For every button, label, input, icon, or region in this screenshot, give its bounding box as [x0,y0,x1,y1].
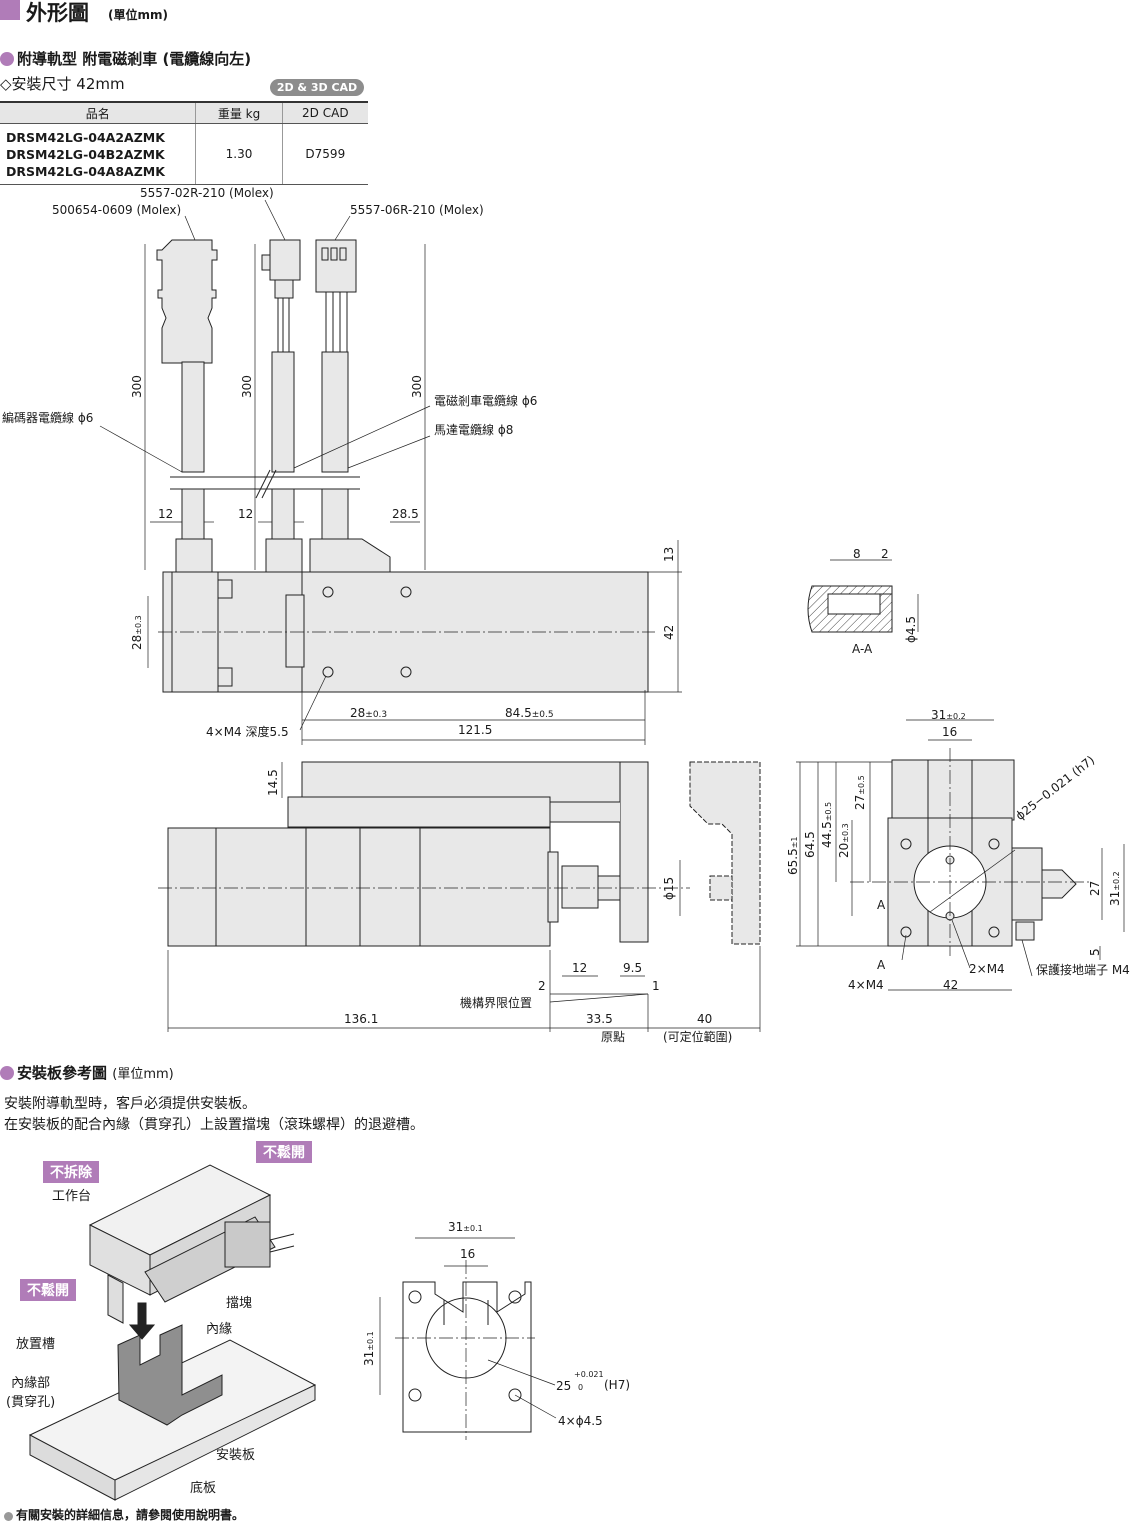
tag-no-remove: 不拆除 [43,1161,99,1183]
dim-16-top: 16 [942,725,958,739]
section-a-top: A [877,898,886,912]
range-label: (可定位範圍) [663,1030,733,1044]
bullet-icon [0,1066,14,1080]
section-a-bottom: A [877,958,886,972]
col-weight: 重量 kg [195,101,283,124]
dim-8: 8 [853,547,861,561]
inner-edge-label: 內緣 [206,1322,233,1337]
mounting-illustration [28,1164,317,1501]
cad-value[interactable]: D7599 [281,123,368,185]
bullet-icon [0,52,14,66]
dim-65-5: 65.5±1 [786,836,800,875]
mount-plate-label: 安裝板 [216,1448,256,1463]
plate-dim-31-v: 31±0.1 [362,1331,376,1366]
col-name: 品名 [0,101,196,124]
dim-13: 13 [662,546,676,562]
worktable-label: 工作台 [52,1189,92,1204]
tag-no-loosen-left: 不鬆開 [20,1279,76,1301]
dim-44-5: 44.5±0.5 [820,801,834,848]
dim-14-5: 14.5 [266,769,280,796]
section-a-a [807,585,893,633]
dim-27-right: 27 [1088,880,1102,896]
plate-dim-25: 25 [556,1379,572,1393]
m4x2-label: 2×M4 [969,962,1005,976]
m4x4-label: 4×M4 [848,978,884,992]
dim-84-5: 84.5±0.5 [505,706,554,720]
dim-64-5: 64.5 [803,831,817,858]
dim-20: 20±0.3 [837,823,851,858]
section-aa-label: A-A [852,642,873,656]
dim-12-side: 12 [572,961,588,975]
dim-300-b: 300 [240,375,254,398]
brake-cable-label: 電磁剎車電纜線 ϕ6 [434,394,538,408]
tag-no-loosen-top: 不鬆開 [256,1141,312,1163]
dim-5: 5 [1088,948,1102,956]
stopper-label: 擋塊 [226,1296,253,1311]
dim-28-v: 28±0.3 [130,615,144,650]
dim-28-5: 28.5 [392,507,419,521]
encoder-connector [156,239,218,473]
conn-left-label: 500654-0609 (Molex) [52,203,182,217]
conn-mid-label: 5557-02R-210 (Molex) [140,186,274,200]
plate-fit: (H7) [604,1378,631,1392]
dim-9-5: 9.5 [623,961,643,975]
dim-42-front: 42 [943,978,959,992]
dim-136-1: 136.1 [344,1012,379,1026]
footnote: 有關安裝的詳細信息，請參閱使用說明書。 [4,1506,244,1523]
conn-right-label: 5557-06R-210 (Molex) [350,203,484,217]
encoder-cable-label: 編碼器電纜線 ϕ6 [2,411,94,425]
mount-size: ◇安裝尺寸 42mm [0,75,125,93]
origin-label: 原點 [601,1030,626,1044]
dim-28-h: 28±0.3 [350,706,388,720]
brake-connector [261,239,301,473]
dim-31-right: 31±0.2 [1108,871,1122,906]
col-cad: 2D CAD [281,101,368,124]
weight-value: 1.30 [195,123,283,185]
title-marker [0,0,20,20]
plate-drawing [379,1237,557,1440]
model-names: DRSM42LG-04A2AZMK DRSM42LG-04B2AZMK DRSM… [0,123,196,185]
dim-12-b: 12 [238,507,254,521]
dim-2-side: 2 [538,979,546,993]
motor-connector [315,239,357,473]
section2-heading: 安裝板參考圖 (單位mm) [0,1062,174,1083]
plate-dim-16: 16 [460,1247,476,1261]
base-label: 底板 [190,1481,217,1496]
dim-300-c: 300 [410,375,424,398]
dim-42: 42 [662,624,676,640]
plate-dim-31: 31±0.1 [448,1220,483,1234]
actuator-side-view [167,761,649,947]
dim-300-a: 300 [130,375,144,398]
dim-40: 40 [697,1012,713,1026]
dim-1: 1 [652,979,660,993]
section2-text1: 安裝附導軌型時，客戶必須提供安裝板。 [4,1096,256,1112]
m4-depth-label: 4×M4 深度5.5 [206,725,289,739]
motor-cable-label: 馬達電纜線 ϕ8 [434,423,514,437]
section2-text2: 在安裝板的配合內緣（貫穿孔）上設置擋塊（滾珠螺桿）的退避槽。 [4,1117,424,1133]
slot-label: 放置槽 [16,1337,56,1352]
plate-holes: 4×ϕ4.5 [558,1414,603,1428]
dim-phi4-5: ϕ4.5 [904,616,918,643]
bullet-icon [4,1512,13,1521]
page-title: 外形圖 [26,1,89,25]
inner-part-label: 內緣部 (貫穿孔) [6,1376,56,1410]
dim-31-top: 31±0.2 [931,708,966,722]
cad-badge[interactable]: 2D & 3D CAD [270,79,364,96]
dim-121-5: 121.5 [458,723,493,737]
mech-limit-label: 機構界限位置 [460,996,533,1010]
dim-12-a: 12 [158,507,174,521]
spec-table: 品名 重量 kg 2D CAD DRSM42LG-04A2AZMK DRSM42… [0,101,368,185]
dim-phi15: ϕ15 [662,876,676,900]
plate-tol-up: +0.021 [574,1370,604,1379]
ground-terminal-label: 保護接地端子 M4 [1036,963,1130,977]
section1-heading: 附導軌型 附電磁剎車 (電纜線向左) [0,48,251,69]
dim-27-v: 27±0.5 [853,775,867,810]
dim-33-5: 33.5 [586,1012,613,1026]
title-unit: (單位mm) [108,8,168,22]
plate-tol-low: 0 [578,1383,584,1392]
dim-2: 2 [881,547,889,561]
